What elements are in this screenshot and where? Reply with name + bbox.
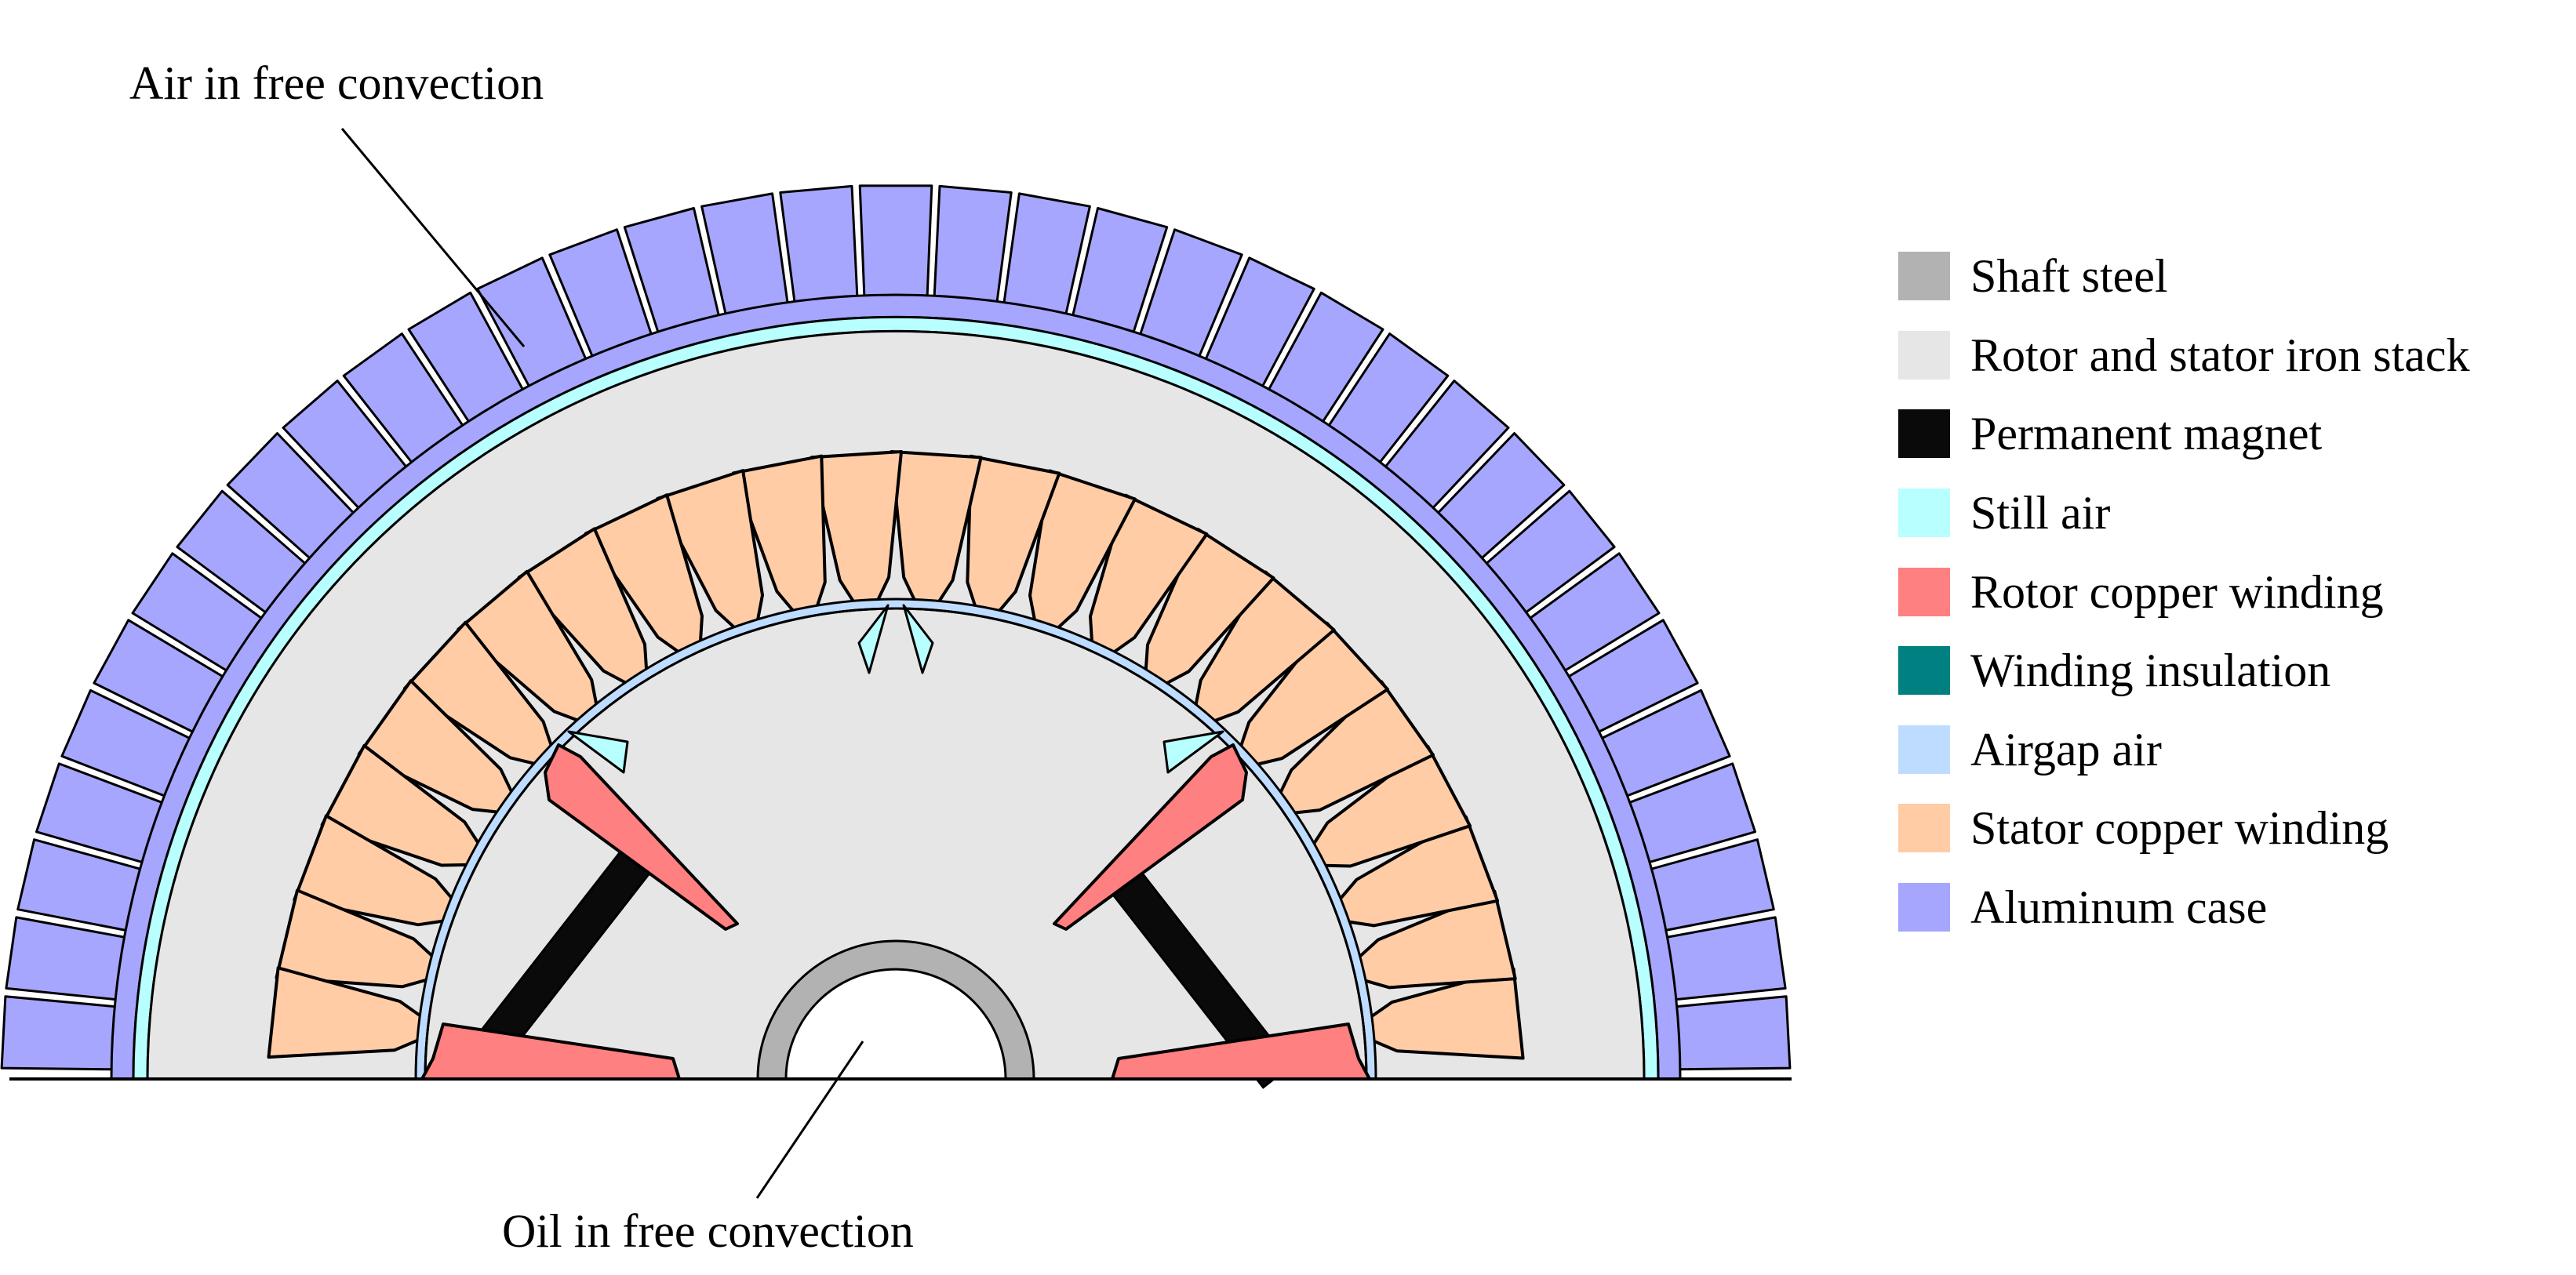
legend-item-airgap-air: Airgap air xyxy=(1898,710,2470,790)
oil-callout-leader xyxy=(755,1041,864,1199)
legend-item-aluminum-case: Aluminum case xyxy=(1898,868,2470,947)
legend-label: Permanent magnet xyxy=(1970,408,2323,460)
legend-label: Winding insulation xyxy=(1970,645,2331,697)
rotor-winding xyxy=(544,743,739,931)
legend-item-winding-insulation: Winding insulation xyxy=(1898,631,2470,710)
legend-label: Shaft steel xyxy=(1970,250,2168,303)
legend-item-iron-stack: Rotor and stator iron stack xyxy=(1898,316,2470,395)
air-convection-label: Air in free convection xyxy=(129,57,544,109)
cooling-fin xyxy=(1672,995,1792,1071)
magnet-air-pocket xyxy=(1162,730,1224,774)
cooling-fin xyxy=(858,184,933,300)
air-callout-leader xyxy=(340,128,526,347)
legend-label: Still air xyxy=(1970,487,2111,539)
legend-swatch xyxy=(1898,489,1950,538)
cooling-fin xyxy=(933,184,1013,306)
shaft-steel xyxy=(756,939,1035,1081)
legend-swatch xyxy=(1898,646,1950,696)
stator-copper-windings xyxy=(267,450,1525,1060)
legend-item-shaft-steel: Shaft steel xyxy=(1898,237,2470,316)
magnet-air-pocket xyxy=(567,730,629,774)
legend-label: Stator copper winding xyxy=(1970,802,2389,855)
legend-item-stator-copper-winding: Stator copper winding xyxy=(1898,789,2470,868)
oil-convection-label: Oil in free convection xyxy=(502,1205,914,1257)
legend-item-permanent-magnet: Permanent magnet xyxy=(1898,394,2470,474)
rotor-winding xyxy=(1053,743,1248,931)
rotor-copper-windings xyxy=(420,743,1371,1081)
legend-swatch xyxy=(1898,883,1950,932)
magnet-air-pocket xyxy=(902,604,934,674)
rotor-outline xyxy=(424,607,1368,1080)
legend-label: Airgap air xyxy=(1970,723,2162,776)
legend-swatch xyxy=(1898,804,1950,853)
magnet-air-pocket xyxy=(857,604,890,674)
legend: Shaft steel Rotor and stator iron stack … xyxy=(1898,237,2470,946)
legend-label: Rotor and stator iron stack xyxy=(1970,329,2470,381)
cooling-fin xyxy=(5,916,129,1001)
cooling-fin xyxy=(1663,916,1787,1001)
legend-swatch xyxy=(1898,252,1950,301)
legend-label: Aluminum case xyxy=(1970,881,2268,934)
legend-item-still-air: Still air xyxy=(1898,474,2470,553)
legend-swatch xyxy=(1898,409,1950,459)
case-cooling-fins xyxy=(0,184,1792,1071)
legend-label: Rotor copper winding xyxy=(1970,565,2384,618)
legend-swatch xyxy=(1898,330,1950,380)
cooling-fin xyxy=(0,995,119,1071)
cooling-fin xyxy=(779,184,859,306)
legend-swatch xyxy=(1898,567,1950,616)
legend-swatch xyxy=(1898,725,1950,774)
legend-item-rotor-copper-winding: Rotor copper winding xyxy=(1898,552,2470,631)
